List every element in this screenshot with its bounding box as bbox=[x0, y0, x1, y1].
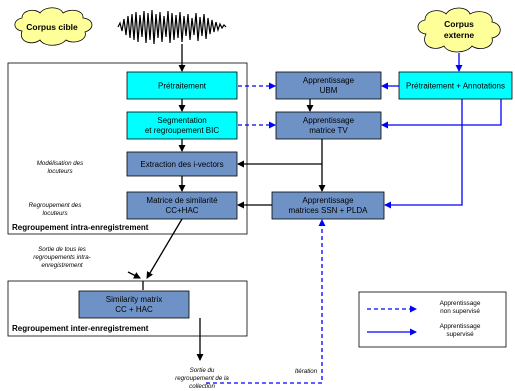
iteration-note: Itération bbox=[295, 368, 318, 375]
ubm-label-2: UBM bbox=[320, 86, 338, 95]
inter-frame-title: Regroupement inter-enregistrement bbox=[12, 324, 149, 333]
extraction-label: Extraction des i-vectors bbox=[140, 160, 223, 169]
matrice-similarite-box: Matrice de similarité CC+HAC bbox=[126, 191, 238, 220]
corpus-externe-label-1: Corpus bbox=[444, 19, 474, 29]
sortie-collection-note-line-2: regroupement de la bbox=[175, 375, 229, 382]
legend-unsupervised-line-1: Apprentissage bbox=[440, 300, 481, 307]
sortie-collection-note-line-3: collection bbox=[189, 383, 215, 390]
corpus-cible-label: Corpus cible bbox=[26, 22, 78, 32]
legend: Apprentissage non supervisé Apprentissag… bbox=[358, 291, 507, 348]
legend-unsupervised-line-2: non supervisé bbox=[440, 308, 480, 315]
regroupement-note-line-1: Regroupement des bbox=[29, 202, 82, 209]
modelisation-note-line-2: locuteurs bbox=[47, 168, 72, 175]
matrice-label-1: Matrice de similarité bbox=[146, 196, 218, 205]
corpus-externe-cloud: Corpus externe bbox=[417, 7, 501, 53]
tv-label-1: Apprentissage bbox=[303, 116, 355, 125]
regroupement-note-line-2: locuteurs bbox=[42, 210, 67, 217]
ssn-label-1: Apprentissage bbox=[302, 196, 354, 205]
regroupement-note: Regroupement des locuteurs bbox=[29, 202, 82, 217]
extraction-ivectors-box: Extraction des i-vectors bbox=[126, 151, 238, 177]
annotations-label: Prétraitement + Annotations bbox=[406, 82, 505, 91]
sortie-intra-note-line-1: Sortie de tous les bbox=[38, 246, 86, 253]
segmentation-label-2: et regroupement BIC bbox=[145, 126, 219, 135]
sortie-intra-note: Sortie de tous les regroupements intra- … bbox=[33, 246, 90, 269]
modelisation-note: Modélisation des locuteurs bbox=[37, 160, 83, 175]
arrow-notes-to-sortie bbox=[127, 271, 141, 279]
dashed-arrow-iteration bbox=[206, 219, 326, 384]
arrow-annotations-to-ssn bbox=[384, 99, 463, 209]
similarity-matrix-box: Similarity matrix CC + HAC bbox=[78, 290, 190, 319]
apprentissage-ubm-box: Apprentissage UBM bbox=[275, 71, 382, 100]
legend-supervised-line-2: supervisé bbox=[446, 331, 474, 338]
apprentissage-ssn-plda-box: Apprentissage matrices SSN + PLDA bbox=[271, 191, 385, 220]
sortie-collection-note-line-1: Sortie du bbox=[190, 367, 215, 374]
similarity-label-1: Similarity matrix bbox=[106, 295, 162, 304]
segmentation-box: Segmentation et regroupement BIC bbox=[126, 111, 238, 140]
corpus-cible-cloud: Corpus cible bbox=[14, 7, 93, 46]
legend-supervised-line-1: Apprentissage bbox=[440, 323, 481, 330]
sortie-intra-note-line-2: regroupements intra- bbox=[33, 254, 90, 261]
matrice-label-2: CC+HAC bbox=[165, 206, 198, 215]
pretraitement-box: Prétraitement bbox=[126, 71, 238, 100]
pretraitement-annotations-box: Prétraitement + Annotations bbox=[398, 71, 513, 100]
similarity-label-2: CC + HAC bbox=[115, 305, 153, 314]
tv-label-2: matrice TV bbox=[309, 126, 348, 135]
ssn-label-2: matrices SSN + PLDA bbox=[289, 206, 369, 215]
intra-frame-title: Regroupement intra-enregistrement bbox=[12, 223, 149, 232]
ubm-label-1: Apprentissage bbox=[303, 76, 355, 85]
inter-enregistrement-frame bbox=[7, 280, 248, 337]
corpus-externe-label-2: externe bbox=[444, 30, 475, 40]
sortie-intra-note-line-3: enregistrement bbox=[41, 262, 83, 269]
audio-waveform-icon bbox=[117, 9, 227, 45]
segmentation-label-1: Segmentation bbox=[157, 116, 206, 125]
modelisation-note-line-1: Modélisation des bbox=[37, 160, 83, 167]
arrow-matrice-to-sortie bbox=[146, 218, 183, 279]
pretraitement-label: Prétraitement bbox=[158, 82, 207, 91]
arrow-annotations-to-tv bbox=[381, 99, 502, 129]
apprentissage-tv-box: Apprentissage matrice TV bbox=[275, 111, 382, 140]
intra-enregistrement-frame bbox=[7, 62, 248, 235]
sortie-collection-note: Sortie du regroupement de la collection bbox=[175, 367, 229, 390]
